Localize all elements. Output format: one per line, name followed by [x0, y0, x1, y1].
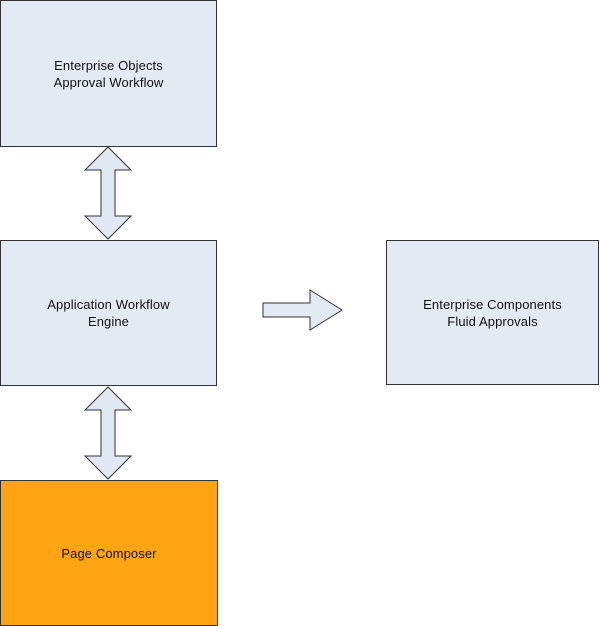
arrow-right-icon [262, 289, 343, 331]
node-enterprise-components[interactable]: Enterprise Components Fluid Approvals [386, 240, 599, 385]
node-enterprise-components-label: Enterprise Components Fluid Approvals [423, 296, 562, 329]
node-app-workflow-engine-label: Application Workflow Engine [47, 297, 170, 329]
node-enterprise-objects[interactable]: Enterprise Objects Approval Workflow [0, 0, 217, 147]
node-app-workflow-engine[interactable]: Application Workflow Engine [0, 240, 217, 386]
node-enterprise-objects-label: Enterprise Objects Approval Workflow [53, 57, 164, 90]
double-arrow-vertical-icon [83, 386, 133, 480]
node-page-composer-label: Page Composer [61, 545, 157, 561]
node-page-composer[interactable]: Page Composer [0, 480, 218, 626]
double-arrow-vertical-icon [83, 146, 133, 240]
